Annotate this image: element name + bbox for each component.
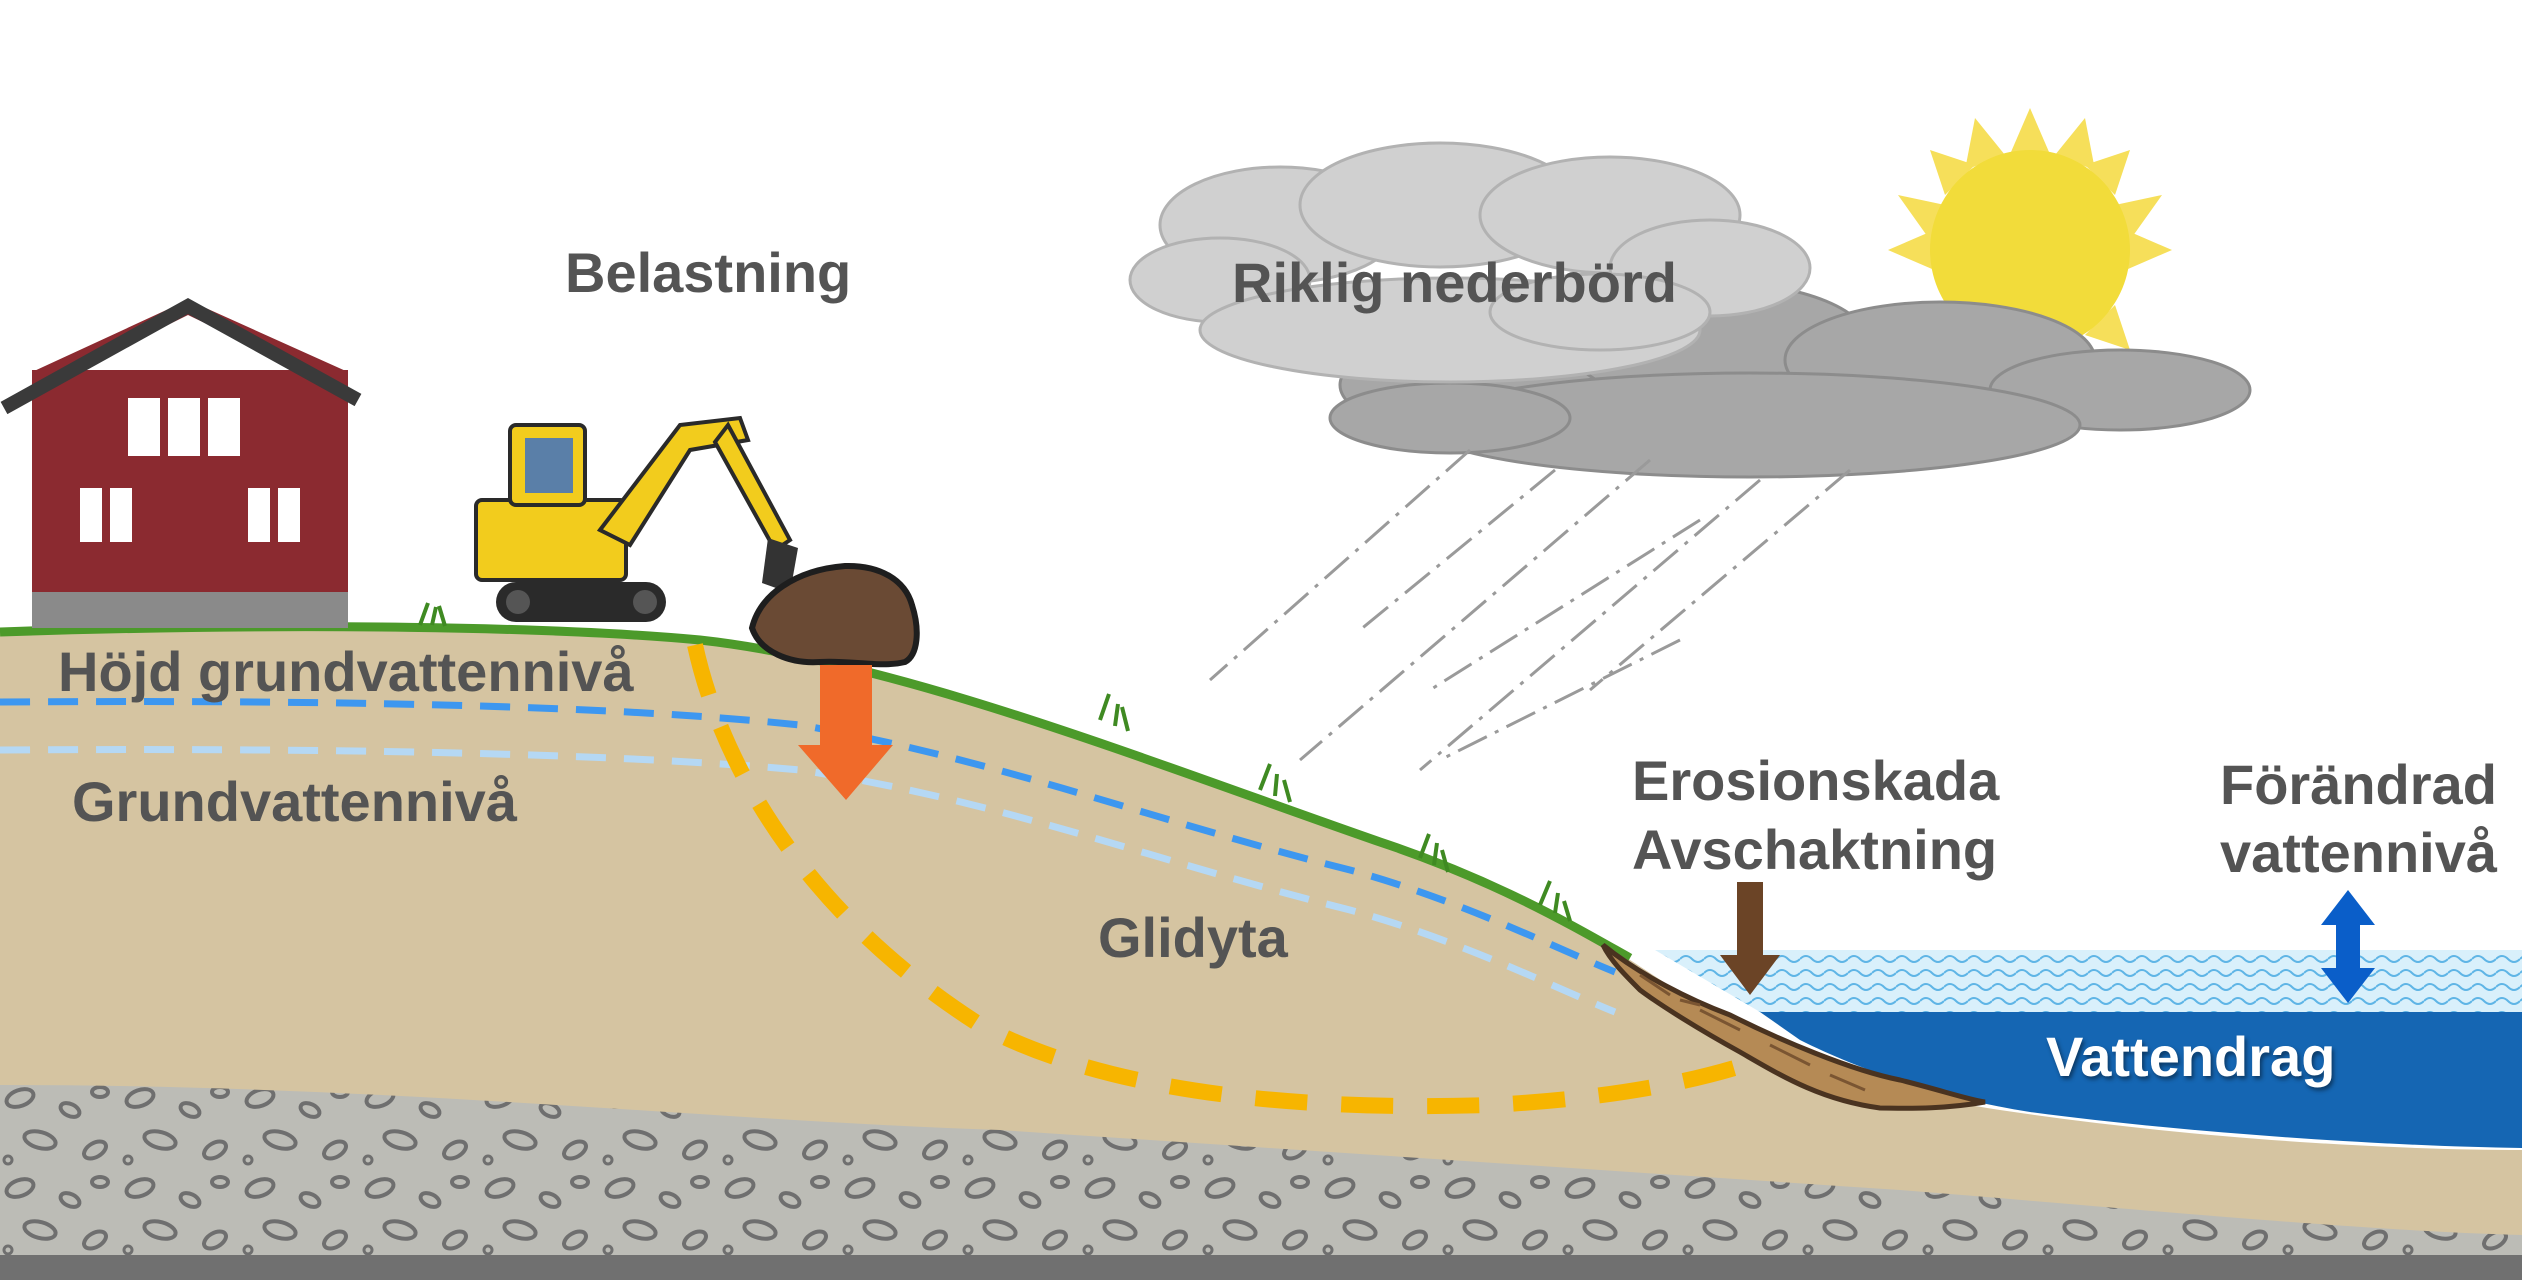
slip-surface-line — [687, 643, 1763, 1115]
cloud-icon — [1128, 141, 2252, 479]
label-belastning: Belastning — [565, 241, 852, 304]
label-erosionskada: Erosionskada — [1632, 749, 2000, 812]
erosion-texture — [1639, 973, 1866, 1092]
label-vattenniva: vattennivå — [2220, 821, 2497, 884]
grass-surface — [0, 622, 1633, 962]
label-hojd-grundvattenniva: Höjd grundvattennivå — [58, 640, 634, 703]
sun-icon — [1888, 108, 2172, 392]
erosion-damage — [1600, 943, 1986, 1111]
double-arrow-icon — [2321, 890, 2375, 1003]
boulder-icon — [748, 562, 920, 668]
erosion-arrow-icon — [1720, 882, 1780, 995]
label-avschaktning: Avschaktning — [1632, 818, 1998, 881]
house-icon — [0, 297, 362, 628]
excavator-icon — [474, 415, 798, 622]
load-arrow-icon — [798, 665, 893, 800]
label-riklig-nederbord: Riklig nederbörd — [1232, 251, 1677, 314]
label-grundvattenniva: Grundvattennivå — [72, 770, 517, 833]
raised-groundwater-line — [0, 698, 1617, 976]
label-forandrad: Förändrad — [2220, 753, 2497, 816]
water-body — [1655, 950, 2522, 1148]
groundwater-line — [0, 746, 1617, 1016]
rain-icon — [1209, 448, 1851, 772]
bedrock-layer — [0, 1255, 2522, 1280]
label-glidyta: Glidyta — [1098, 906, 1288, 969]
gravel-layer — [0, 1085, 2522, 1280]
label-vattendrag: Vattendrag — [2046, 1025, 2336, 1088]
